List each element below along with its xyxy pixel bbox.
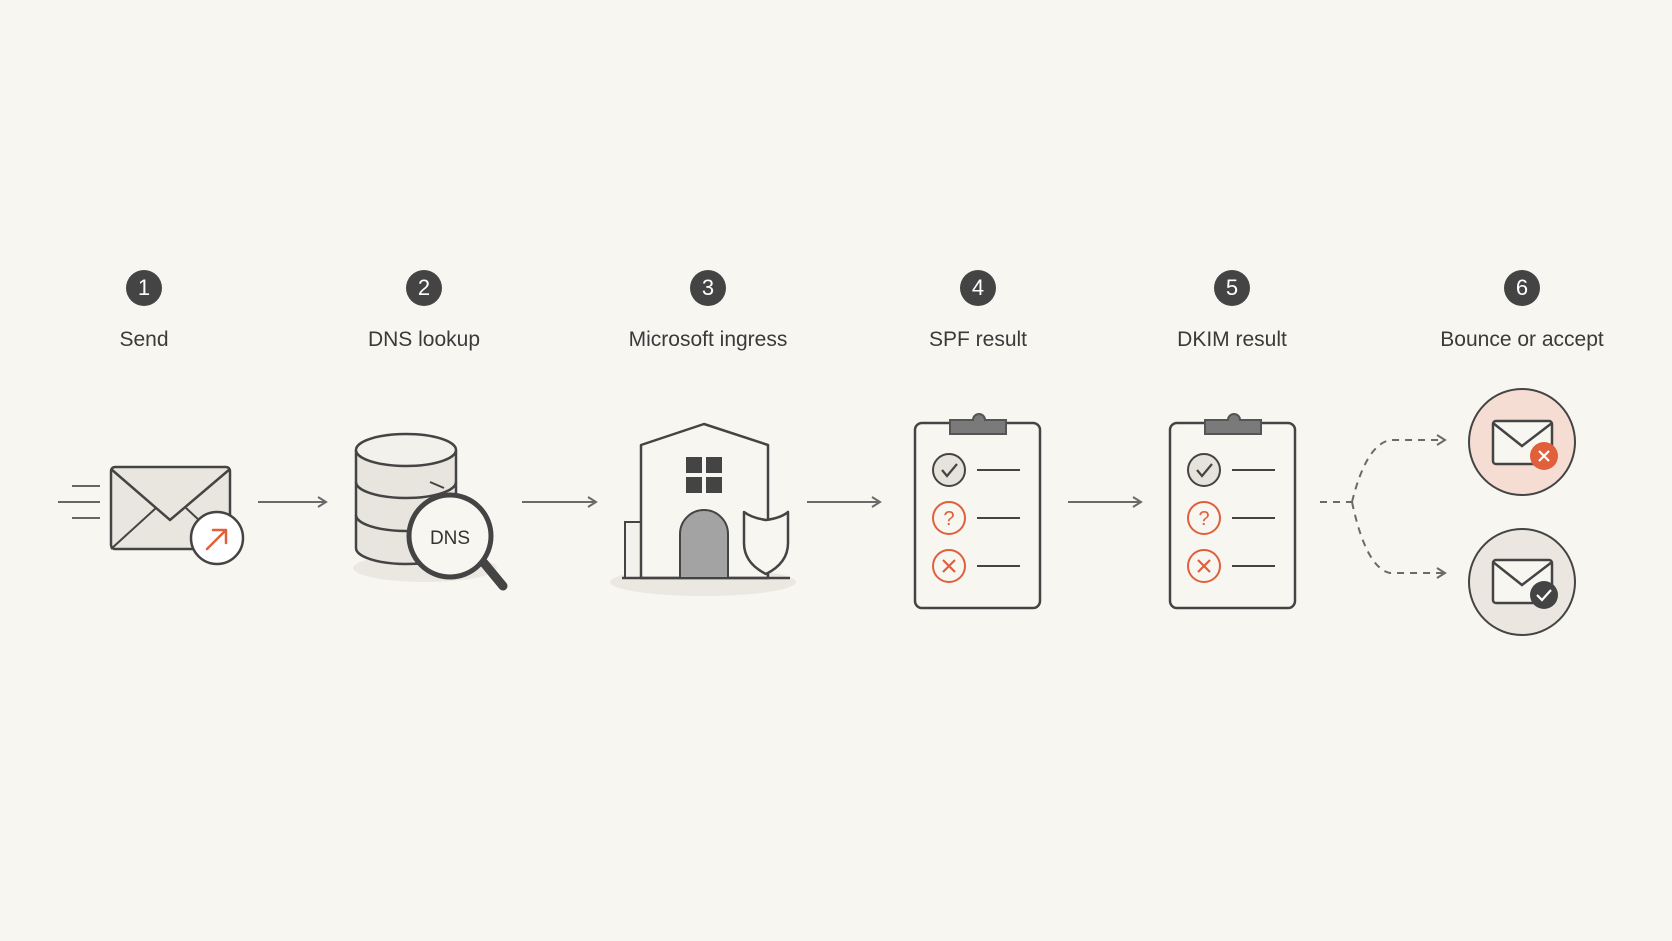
- clipboard-checklist-icon: ?: [1168, 413, 1297, 610]
- step-label: Microsoft ingress: [628, 328, 788, 351]
- dns-icon-text: DNS: [430, 528, 470, 549]
- branch-arrows: [1320, 434, 1447, 579]
- step-number-badge: 2: [406, 270, 442, 306]
- svg-text:?: ?: [943, 508, 954, 530]
- step-label: SPF result: [928, 328, 1028, 351]
- database-search-icon: DNS: [353, 432, 508, 591]
- step-label: Bounce or accept: [1440, 328, 1604, 351]
- building-shield-icon: [610, 422, 796, 596]
- step-number-badge: 4: [960, 270, 996, 306]
- envelope-send-icon: [58, 465, 245, 566]
- svg-text:?: ?: [1198, 508, 1209, 530]
- step-number-badge: 1: [126, 270, 162, 306]
- envelope-reject-icon: [1468, 388, 1576, 496]
- envelope-accept-icon: [1468, 528, 1576, 636]
- step-number-badge: 3: [690, 270, 726, 306]
- clipboard-checklist-icon: ?: [913, 413, 1042, 610]
- step-label: DNS lookup: [367, 328, 481, 351]
- step-number-badge: 5: [1214, 270, 1250, 306]
- step-label: DKIM result: [1177, 328, 1287, 351]
- step-number-badge: 6: [1504, 270, 1540, 306]
- step-label: Send: [119, 328, 169, 351]
